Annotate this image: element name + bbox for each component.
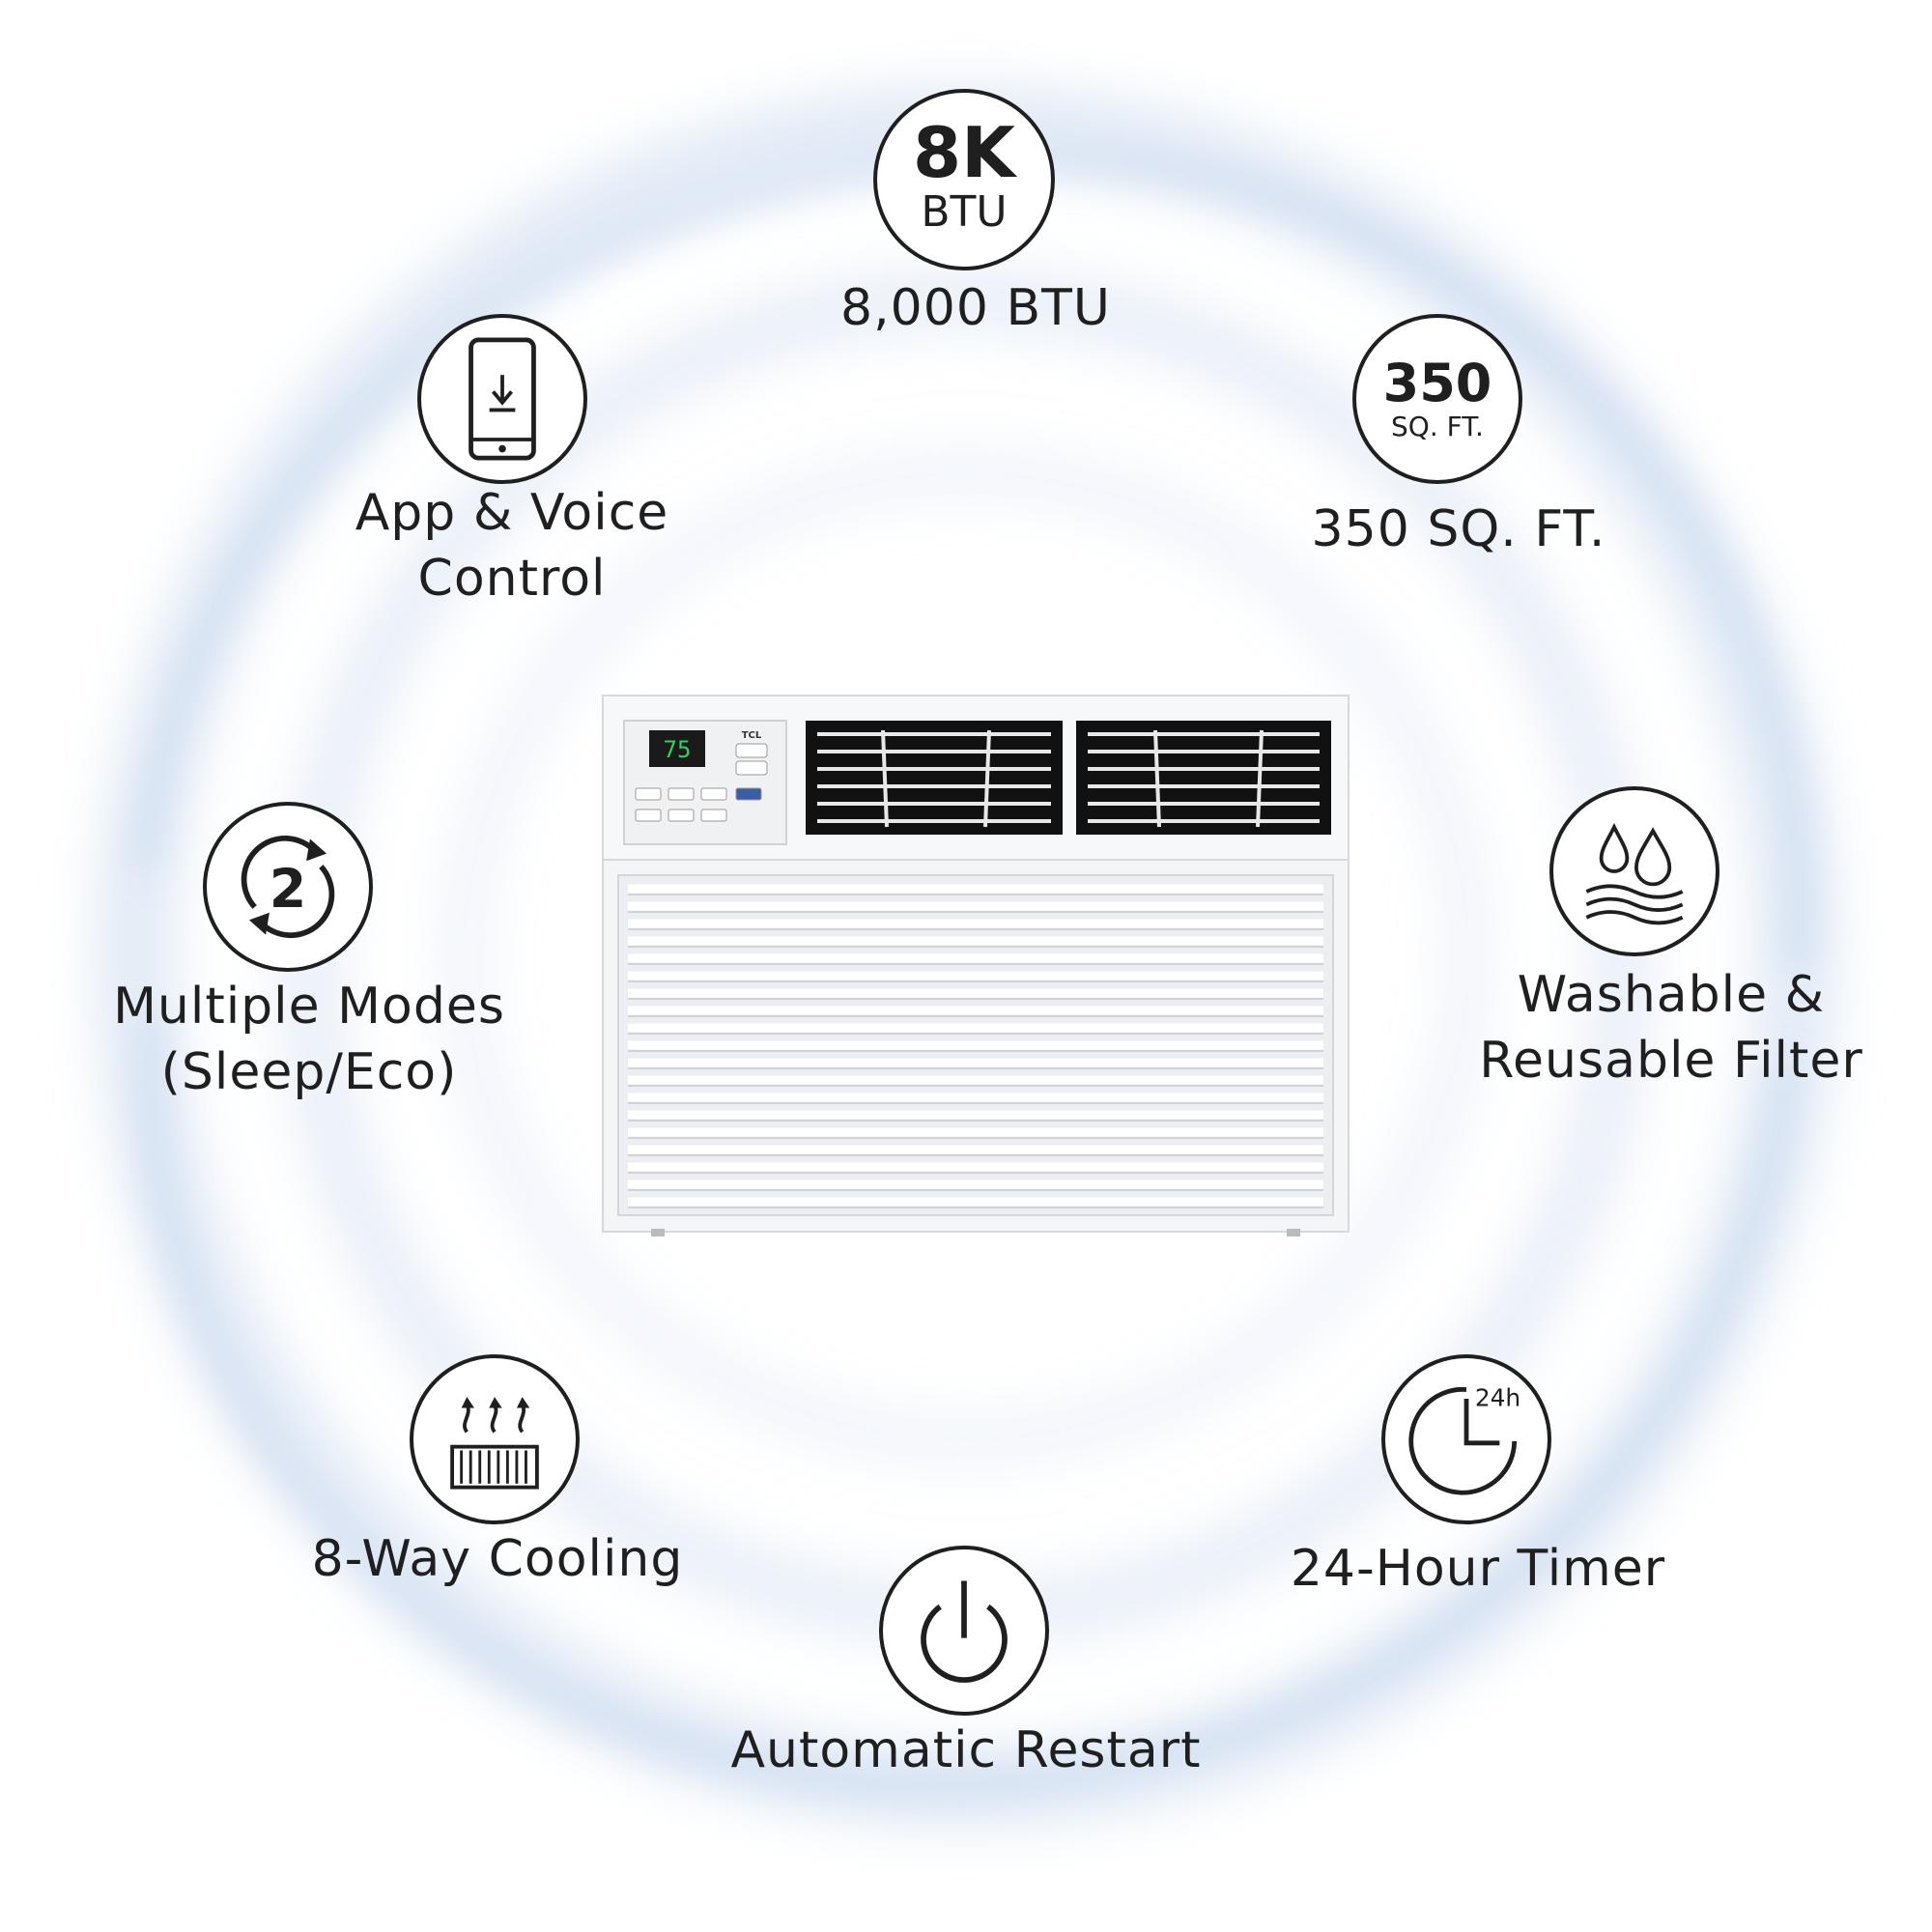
timer-badge-text: 24h bbox=[1475, 1384, 1520, 1412]
modes-label: Multiple Modes (Sleep/Eco) bbox=[87, 974, 531, 1105]
feature-app-voice bbox=[417, 314, 591, 488]
brand-logo: TCL bbox=[742, 730, 762, 741]
app-voice-label-line2: Control bbox=[417, 550, 607, 608]
cooling-label: 8-Way Cooling bbox=[311, 1530, 684, 1588]
water-drops-icon bbox=[1585, 822, 1684, 925]
app-voice-label-line1: App & Voice bbox=[355, 484, 669, 542]
feature-cooling bbox=[410, 1354, 583, 1528]
filter-label: Washable & Reusable Filter bbox=[1449, 962, 1893, 1094]
area-badge-value: 350 bbox=[1382, 353, 1492, 413]
restart-label: Automatic Restart bbox=[730, 1721, 1202, 1779]
btu-badge-unit: BTU bbox=[921, 187, 1008, 237]
modes-label-line1: Multiple Modes bbox=[113, 978, 505, 1036]
app-voice-label: App & Voice Control bbox=[309, 480, 715, 611]
clock-24h-icon: 24h bbox=[1408, 1384, 1520, 1495]
feature-timer: 24h bbox=[1381, 1354, 1555, 1528]
cycle-arrows-icon: 2 bbox=[241, 835, 335, 939]
modes-badge-number: 2 bbox=[270, 859, 307, 921]
feature-filter bbox=[1549, 786, 1723, 960]
area-label: 350 SQ. FT. bbox=[1311, 500, 1606, 558]
display-temperature: 75 bbox=[664, 736, 692, 763]
btu-label: 8,000 BTU bbox=[840, 279, 1111, 337]
area-badge-unit: SQ. FT. bbox=[1391, 411, 1484, 442]
feature-modes: 2 bbox=[203, 802, 377, 976]
filter-label-line2: Reusable Filter bbox=[1479, 1032, 1863, 1090]
air-conditioner-image: 75 TCL bbox=[599, 688, 1352, 1238]
feature-area: 350 SQ. FT. bbox=[1352, 314, 1526, 488]
btu-badge: 8K BTU bbox=[873, 89, 1055, 270]
modes-label-line2: (Sleep/Eco) bbox=[160, 1043, 458, 1101]
area-badge: 350 SQ. FT. bbox=[1352, 314, 1522, 484]
power-icon bbox=[921, 1580, 1008, 1683]
air-conditioner-illustration: 75 TCL bbox=[602, 695, 1350, 1236]
filter-label-line1: Washable & bbox=[1517, 966, 1826, 1024]
airflow-arrows-icon bbox=[450, 1397, 539, 1490]
timer-label: 24-Hour Timer bbox=[1290, 1540, 1666, 1598]
smartphone-download-icon bbox=[469, 337, 536, 461]
feature-restart bbox=[879, 1546, 1053, 1719]
feature-btu: 8K BTU bbox=[869, 89, 1063, 340]
btu-badge-value: 8K bbox=[913, 112, 1015, 193]
